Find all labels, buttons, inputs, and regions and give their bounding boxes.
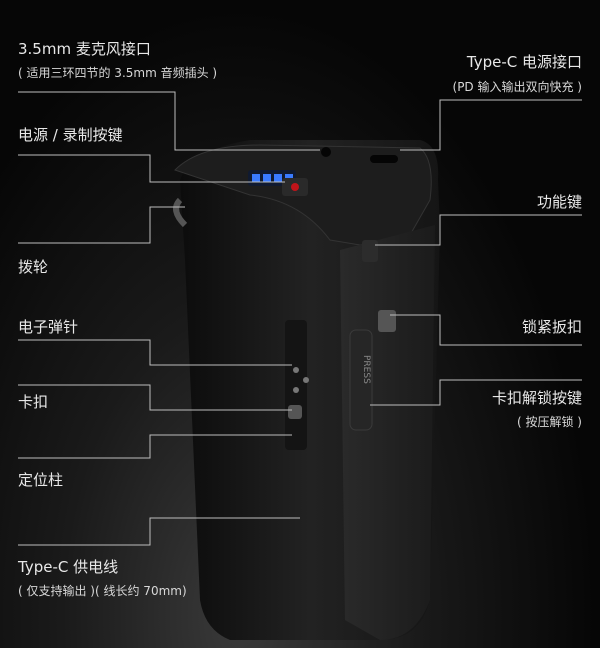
- label-mic-port-note: ( 适用三环四节的 3.5mm 音频插头 ): [18, 66, 218, 80]
- leader-line: [370, 379, 582, 406]
- mic-port: [321, 147, 331, 157]
- leader-line: [18, 434, 292, 459]
- leader-line: [18, 384, 292, 411]
- dial-wheel: [173, 197, 188, 228]
- label-power-record-button: 电源 / 录制按键: [18, 126, 123, 144]
- leader-line: [18, 91, 320, 151]
- leader-line: [18, 517, 300, 546]
- label-usb-c-power-port: Type-C 电源接口: [466, 53, 582, 71]
- label-usb-c-power-port-note: (PD 输入输出双向快充 ): [452, 80, 582, 94]
- label-locating-pin: 定位柱: [18, 471, 64, 489]
- grip-device: PRESS: [173, 140, 440, 640]
- leader-line: [18, 339, 292, 366]
- usb-c-port: [370, 155, 398, 163]
- label-mic-port: 3.5mm 麦克风接口: [18, 40, 151, 58]
- label-release-button-note: ( 按压解锁 ): [517, 415, 582, 429]
- label-pogo-pins: 电子弹针: [18, 318, 79, 336]
- label-function-key: 功能键: [536, 193, 582, 211]
- release-button: [349, 329, 373, 431]
- leader-line: [390, 314, 582, 346]
- label-release-button: 卡扣解锁按键: [491, 389, 582, 407]
- leader-line: [18, 154, 285, 183]
- leader-lines: [18, 91, 582, 546]
- label-usb-c-cable: Type-C 供电线: [18, 558, 119, 576]
- leader-line: [18, 206, 185, 244]
- label-usb-c-cable-note: ( 仅支持输出 )( 线长约 70mm): [18, 584, 187, 598]
- device-press-text: PRESS: [361, 355, 371, 384]
- label-lock-lever: 锁紧扳扣: [521, 318, 582, 336]
- leader-line: [400, 99, 582, 151]
- label-dial: 拨轮: [18, 258, 49, 276]
- function-key: [362, 240, 378, 262]
- label-clip: 卡扣: [18, 393, 49, 411]
- leader-line: [375, 214, 582, 246]
- lock-lever: [378, 310, 396, 332]
